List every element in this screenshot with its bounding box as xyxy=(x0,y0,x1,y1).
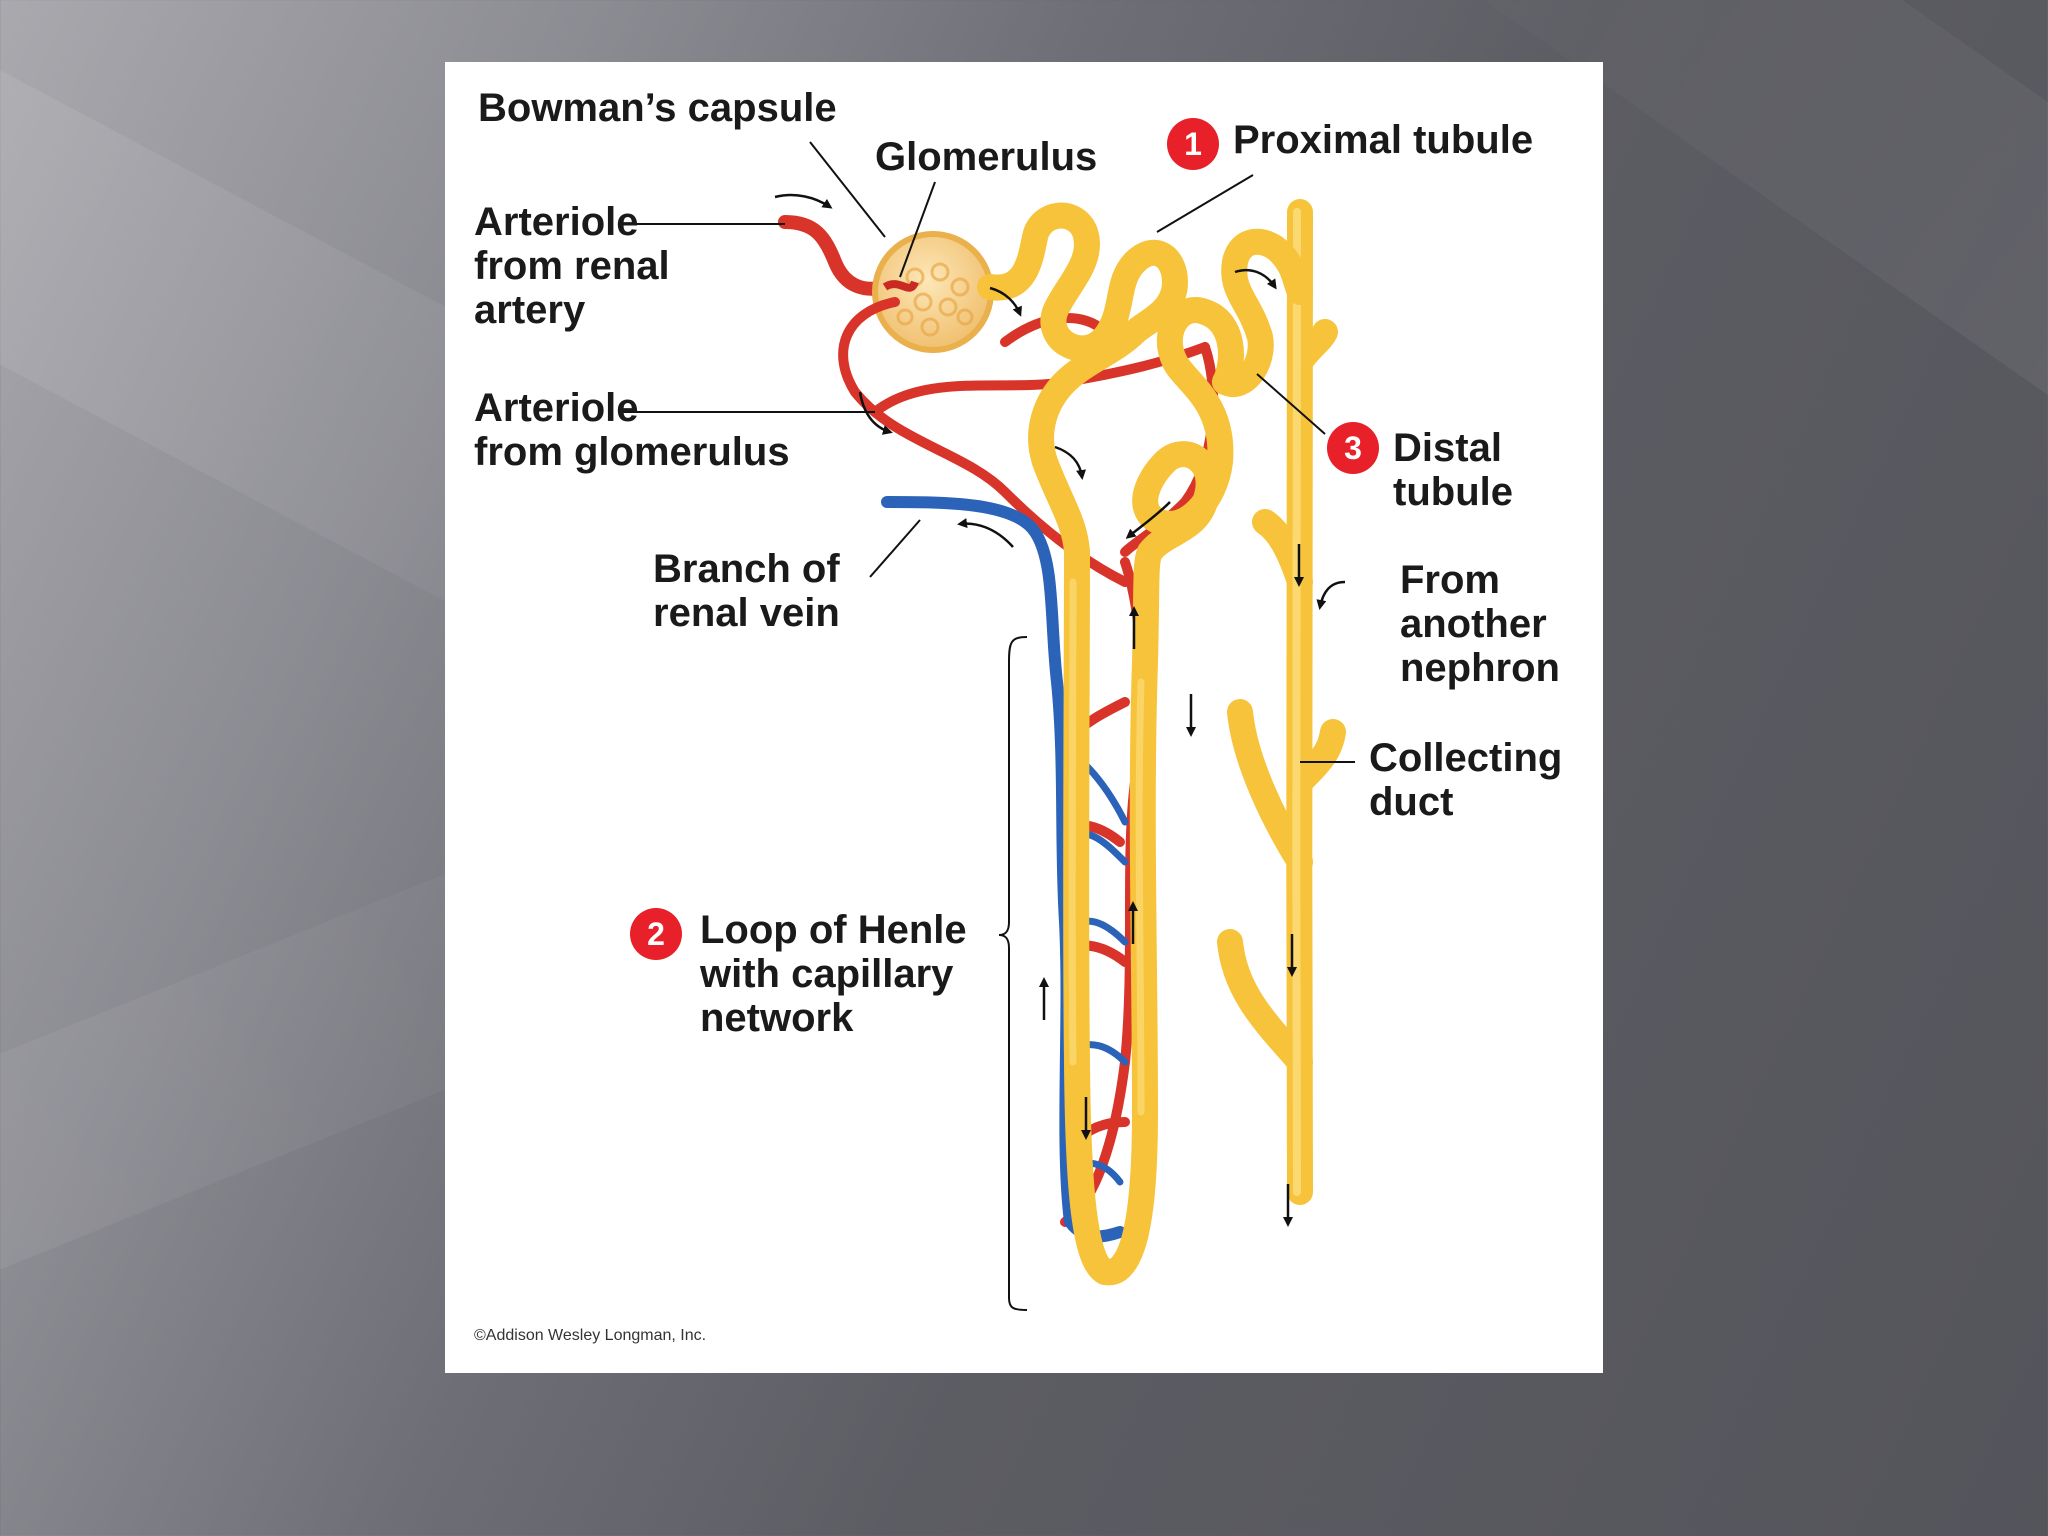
credit-text: ©Addison Wesley Longman, Inc. xyxy=(474,1327,706,1345)
label-loop-of-henle: Loop of Henle with capillary network xyxy=(700,908,967,1040)
label-distal-tubule: Distal tubule xyxy=(1393,426,1513,514)
label-collecting-duct: Collecting duct xyxy=(1369,736,1562,824)
label-bowmans-capsule: Bowman’s capsule xyxy=(478,86,837,130)
label-proximal-tubule: Proximal tubule xyxy=(1233,118,1533,162)
bowmans-capsule-shape xyxy=(875,234,991,350)
badge-2: 2 xyxy=(630,908,682,960)
badge-3: 3 xyxy=(1327,422,1379,474)
nephron-figure: Bowman’s capsule Glomerulus 1 Proximal t… xyxy=(445,62,1603,1373)
label-from-another-nephron: From another nephron xyxy=(1400,558,1560,690)
badge-1: 1 xyxy=(1167,118,1219,170)
label-arteriole-glomerulus: Arteriole from glomerulus xyxy=(474,386,790,474)
label-glomerulus: Glomerulus xyxy=(875,135,1097,179)
label-arteriole-renal-artery: Arteriole from renal artery xyxy=(474,200,670,332)
label-branch-renal-vein: Branch of renal vein xyxy=(653,547,840,635)
afferent-arteriole-shape xyxy=(785,222,885,289)
